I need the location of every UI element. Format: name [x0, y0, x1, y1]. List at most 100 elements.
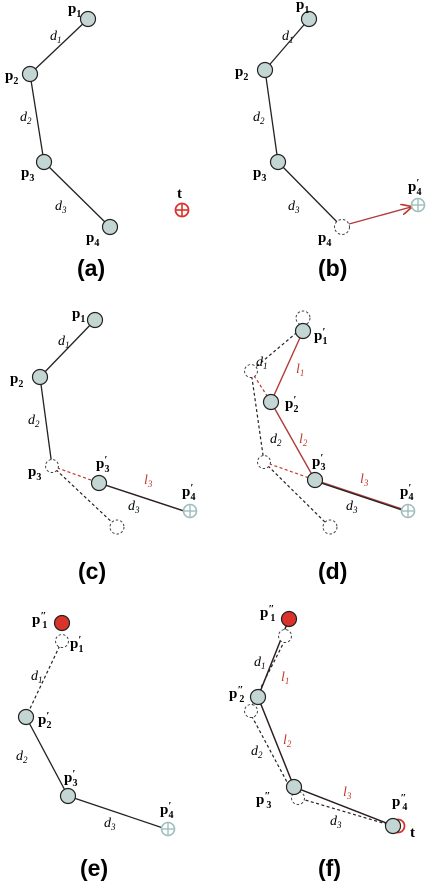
label-p2: p2 — [235, 64, 248, 83]
joint-p2-prime — [17, 708, 35, 726]
label-l3: l3 — [360, 472, 369, 488]
old-joint-p1-prime — [278, 629, 292, 643]
label-p1: p1 — [296, 0, 309, 16]
label-p3: p3 — [28, 464, 41, 483]
joint-p3 — [269, 153, 287, 171]
label-d1: d1 — [31, 669, 43, 685]
label-t: t — [177, 186, 182, 202]
joint-p1 — [79, 10, 97, 28]
label-d2: d2 — [20, 110, 32, 126]
panel-a: p1 p2 p3 p4 d1 d2 d3 t (a) — [5, 1, 190, 281]
label-d3: d3 — [330, 814, 342, 830]
label-l2: l2 — [283, 733, 292, 749]
label-l1: l1 — [296, 362, 304, 378]
label-d3: d3 — [55, 199, 67, 215]
label-t: t — [410, 825, 415, 841]
label-p1-double-prime: p″1 — [260, 603, 275, 624]
label-d2: d2 — [251, 744, 263, 760]
old-joint-p4 — [322, 519, 338, 535]
label-p1-double-prime: p″1 — [32, 610, 47, 631]
label-d1: d1 — [282, 29, 294, 45]
joint-p3 — [35, 153, 53, 171]
label-p1-prime: p′1 — [70, 634, 83, 655]
panel-label-b: (b) — [318, 255, 347, 281]
label-d2: d2 — [28, 413, 40, 429]
joint-p3-prime — [306, 471, 324, 489]
goal-p4-prime — [410, 197, 426, 213]
panel-label-c: (c) — [78, 558, 106, 584]
label-l1: l1 — [281, 670, 289, 686]
old-joint-p2 — [244, 364, 258, 378]
joint-p3-prime — [59, 787, 77, 805]
label-p3: p3 — [253, 165, 266, 184]
target-p1-double-prime — [53, 614, 71, 632]
label-d1: d1 — [254, 655, 266, 671]
joint-p1-prime — [294, 322, 312, 340]
label-d2: d2 — [270, 432, 282, 448]
label-p4: p4 — [318, 230, 331, 249]
label-p4-prime: p′4 — [400, 482, 413, 503]
label-l3: l3 — [144, 473, 153, 489]
label-p4-prime: p′4 — [408, 177, 421, 198]
joint-p4-double-prime — [384, 817, 402, 835]
label-d1: d1 — [256, 355, 268, 371]
target-t — [174, 202, 190, 218]
label-p2-prime: p′2 — [38, 710, 51, 731]
joint-p1 — [300, 10, 318, 28]
label-p2-double-prime: p″2 — [229, 684, 244, 705]
label-d3: d3 — [104, 816, 116, 832]
joint-p3-prime — [90, 474, 108, 492]
label-p4: p4 — [86, 230, 99, 249]
label-p1-prime: p′1 — [314, 326, 327, 347]
joint-p1 — [86, 311, 104, 329]
label-d3: d3 — [288, 199, 300, 215]
panel-e: p″1 p′1 p′2 p′3 p′4 d1 d2 d3 (e) — [16, 610, 176, 881]
joint-p1-double-prime — [280, 610, 298, 628]
label-d2: d2 — [253, 110, 265, 126]
panel-d: p′1 p′2 p′3 p′4 d1 d2 d3 l1 l2 l3 (d) — [244, 310, 416, 584]
label-p2: p2 — [10, 371, 23, 390]
label-p3-double-prime: p″3 — [256, 790, 271, 811]
label-d2: d2 — [16, 749, 28, 765]
panel-label-d: (d) — [318, 558, 347, 584]
old-joint-p4 — [109, 519, 125, 535]
joint-p2 — [256, 61, 274, 79]
joint-p1-prime — [55, 634, 69, 648]
label-p1: p1 — [68, 1, 81, 20]
old-joint-p3 — [257, 455, 271, 469]
label-p4-prime: p′4 — [160, 800, 173, 821]
joint-p3 — [45, 459, 59, 473]
label-p2: p2 — [5, 68, 18, 87]
joint-p2 — [31, 368, 49, 386]
label-d1: d1 — [58, 334, 70, 350]
label-p4-prime: p′4 — [182, 482, 195, 503]
panel-f: p″1 p″2 p″3 p″4 t d1 d2 d3 l1 l2 l3 (f) — [229, 603, 415, 881]
label-d1: d1 — [50, 29, 62, 45]
goal-p4-prime — [400, 503, 416, 519]
joint-p2-prime — [262, 393, 280, 411]
label-d3: d3 — [128, 499, 140, 515]
label-l2: l2 — [299, 432, 308, 448]
panel-label-a: (a) — [77, 255, 105, 281]
joint-p4 — [101, 218, 119, 236]
panel-label-f: (f) — [318, 855, 341, 881]
panel-label-e: (e) — [80, 855, 108, 881]
label-l3: l3 — [343, 785, 352, 801]
joint-p3-double-prime — [285, 778, 303, 796]
old-joint-p4 — [334, 219, 350, 235]
label-p1: p1 — [72, 306, 85, 325]
joint-p2-double-prime — [249, 688, 267, 706]
goal-p4-prime — [182, 503, 198, 519]
joint-p2 — [21, 65, 39, 83]
label-p3-prime: p′3 — [64, 768, 77, 789]
label-p3: p3 — [21, 165, 34, 184]
panel-b: p1 p2 p3 p4 p′4 d1 d2 d3 (b) — [235, 0, 426, 281]
label-p3-prime: p′3 — [96, 454, 109, 475]
old-joint-p1 — [295, 310, 311, 326]
label-p2-prime: p′2 — [285, 394, 298, 415]
label-p3-prime: p′3 — [312, 452, 325, 473]
old-joint-p2-prime — [244, 704, 258, 718]
label-p4-double-prime: p″4 — [392, 792, 407, 813]
panel-c: p1 p2 p3 p′3 p′4 d1 d2 d3 l3 (c) — [10, 306, 198, 584]
